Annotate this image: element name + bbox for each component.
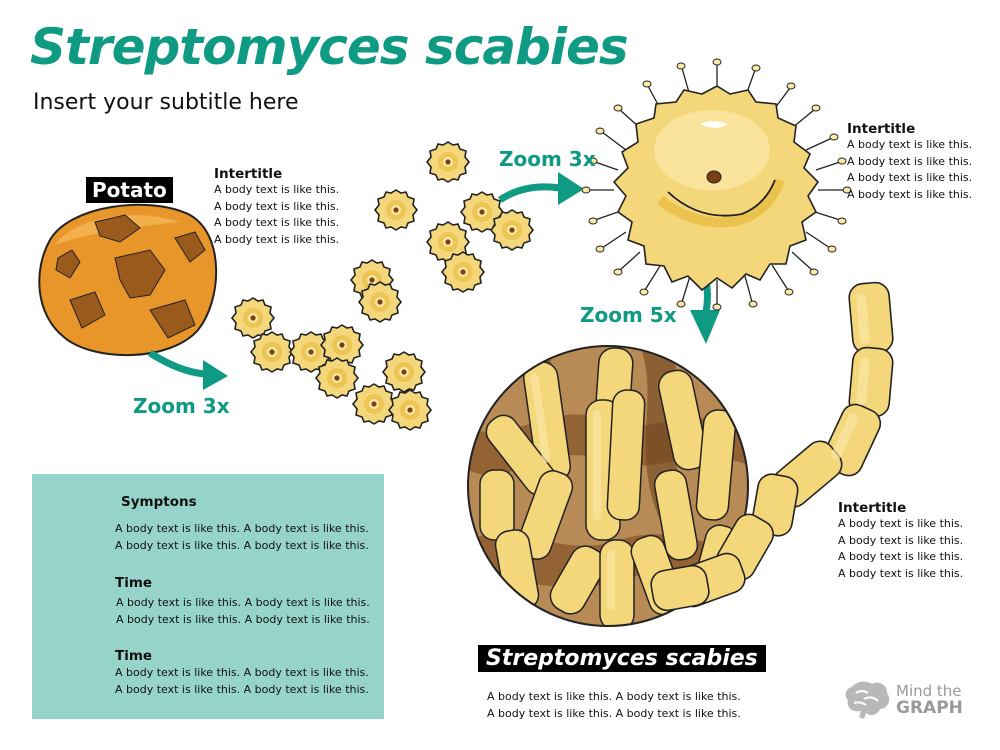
text-block-top-right: Intertitle A body text is like this. A b…: [847, 121, 972, 203]
body-line: A body text is like this.: [847, 171, 973, 184]
body-line: A body text is like this.: [838, 517, 964, 530]
spore-illustration: [581, 58, 852, 311]
body-line: A body text is like this. A body text is…: [115, 682, 369, 696]
body-line: A body text is like this.: [214, 216, 340, 229]
info-panel: [32, 474, 384, 719]
body-line: A body text is like this. A body text is…: [115, 666, 369, 679]
bacteria-label: Streptomyces scabies: [478, 645, 766, 672]
body-line: A body text is like this.: [214, 199, 340, 213]
body-line: A body text is like this. A body text is…: [115, 538, 369, 552]
potato-illustration: [38, 203, 218, 357]
panel-item-time-1-body: A body text is like this. A body text is…: [116, 595, 370, 628]
logo-line-1: Mind the: [896, 682, 962, 700]
body-line: A body text is like this. A body text is…: [115, 522, 369, 535]
zoom-label-3: Zoom 5x: [580, 303, 677, 327]
panel-item-symptoms-body: A body text is like this. A body text is…: [115, 521, 369, 554]
intertitle: Intertitle: [214, 166, 283, 182]
body-line: A body text is like this.: [838, 566, 964, 580]
panel-item-symptoms: Symptons: [121, 494, 197, 510]
body-line: A body text is like this.: [838, 550, 964, 563]
body-line: A body text is like this. A body text is…: [487, 690, 741, 703]
panel-heading: Symptons: [121, 494, 197, 510]
panel-item-time-2: Time: [115, 648, 152, 664]
zoom-arrow-1: [148, 350, 228, 390]
page-subtitle: Insert your subtitle here: [33, 90, 299, 115]
panel-item-time-2-body: A body text is like this. A body text is…: [115, 665, 369, 698]
panel-item-time-1: Time: [115, 575, 152, 591]
panel-heading: Time: [115, 648, 153, 664]
text-block-top-left: Intertitle A body text is like this. A b…: [214, 166, 339, 248]
body-line: A body text is like this. A body text is…: [116, 612, 370, 626]
logo-line-2: GRAPH: [896, 698, 963, 718]
logo-text: Mind the GRAPH: [896, 683, 963, 717]
intertitle: Intertitle: [847, 121, 916, 137]
body-line: A body text is like this.: [214, 183, 340, 196]
body-line: A body text is like this. A body text is…: [116, 596, 370, 609]
body-line: A body text is like this.: [214, 232, 340, 246]
intertitle: Intertitle: [838, 500, 907, 516]
brain-logo-icon: [845, 681, 890, 719]
body-line: A body text is like this.: [847, 187, 973, 201]
body-line: A body text is like this.: [847, 138, 973, 151]
zoom-label-2: Zoom 3x: [499, 147, 596, 171]
zoom-label-1: Zoom 3x: [133, 394, 230, 418]
potato-label: Potato: [86, 177, 173, 203]
page-title: Streptomyces scabies: [30, 18, 629, 76]
panel-heading: Time: [115, 575, 153, 591]
body-line: A body text is like this.: [847, 154, 973, 168]
body-line: A body text is like this. A body text is…: [487, 706, 741, 720]
filament-chain: [650, 281, 894, 612]
text-block-mid-right: Intertitle A body text is like this. A b…: [838, 500, 963, 582]
zoom-arrow-2: [498, 172, 584, 205]
text-block-bottom-center: A body text is like this. A body text is…: [487, 689, 741, 722]
body-line: A body text is like this.: [838, 533, 964, 547]
